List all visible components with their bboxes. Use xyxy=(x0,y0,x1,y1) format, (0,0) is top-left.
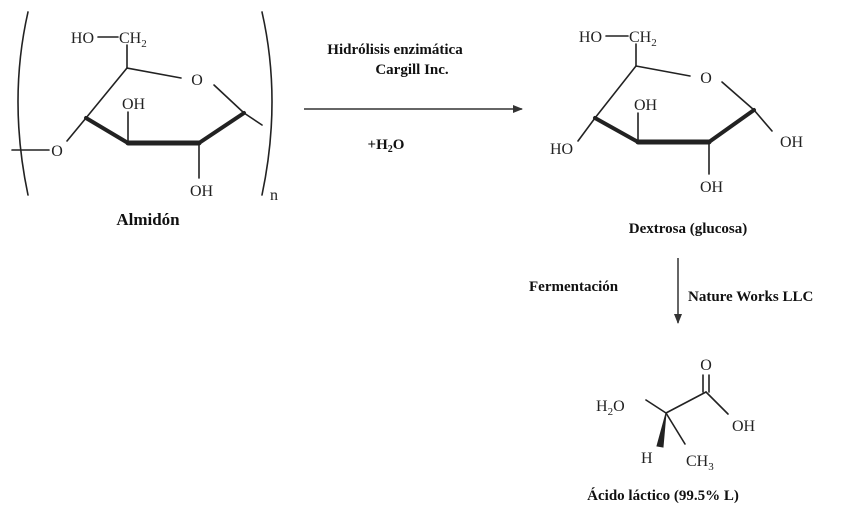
bond-ring xyxy=(213,84,245,114)
bond-c1-oh xyxy=(705,391,729,415)
bond-ring xyxy=(707,108,756,144)
bond-c2-ch3 xyxy=(665,412,686,445)
bond-c1-oh xyxy=(753,109,773,132)
atom-oh-c2: OH xyxy=(190,183,214,200)
fermentation-label: Fermentación xyxy=(529,279,619,295)
starch-structure: HO CH2 O OH OH O n Almidón xyxy=(11,11,278,229)
atom-ho-c4: HO xyxy=(550,141,573,158)
atom-oh-c2: OH xyxy=(700,179,724,196)
atom-ch2: CH2 xyxy=(119,30,147,50)
hydrolysis-step: Hidrólisis enzimática Cargill Inc. +H2O xyxy=(304,42,523,155)
step1-label-line2: Cargill Inc. xyxy=(375,62,449,78)
atom-oh-c1: OH xyxy=(780,134,804,151)
bond-c2-o xyxy=(645,399,667,414)
bond-c4-ho xyxy=(577,117,596,142)
glucose-structure: HO CH2 O OH HO OH OH Dextrosa (glucosa) xyxy=(550,29,804,237)
atom-ho: HO xyxy=(579,29,602,46)
atom-oh: OH xyxy=(732,418,756,435)
fermentation-step: Fermentación Nature Works LLC xyxy=(529,258,813,324)
atom-h2o: H2O xyxy=(596,398,625,418)
atom-h: H xyxy=(641,450,653,467)
company-label: Nature Works LLC xyxy=(688,289,813,305)
bond-c1-chain xyxy=(243,112,263,126)
bond-ring xyxy=(85,67,128,119)
atom-ch2: CH2 xyxy=(629,29,657,49)
lactic-acid-structure: O H2O OH H CH3 Ácido láctico (99.5% L) xyxy=(587,357,755,504)
atom-carbonyl-o: O xyxy=(700,357,712,374)
atom-ch3: CH3 xyxy=(686,453,714,473)
bond-ring xyxy=(84,116,130,145)
step1-label-line1: Hidrólisis enzimática xyxy=(327,42,463,58)
bond-ring xyxy=(594,65,637,119)
atom-ho: HO xyxy=(71,30,94,47)
water-reagent: +H2O xyxy=(368,137,405,155)
glucose-name: Dextrosa (glucosa) xyxy=(629,221,747,237)
left-bracket xyxy=(17,11,29,196)
reactant-name: Almidón xyxy=(116,210,180,229)
bond-wedge xyxy=(656,412,667,448)
bond-ring xyxy=(635,65,691,77)
bond-ring xyxy=(721,81,755,111)
bond-ring xyxy=(197,111,246,145)
bond-c4-o xyxy=(66,117,87,142)
bond-ring xyxy=(126,67,182,79)
lactic-acid-name: Ácido láctico (99.5% L) xyxy=(587,487,739,504)
atom-oh-c3: OH xyxy=(634,97,658,114)
bond-ring xyxy=(593,116,640,144)
repeat-subscript: n xyxy=(270,187,278,204)
atom-ring-o: O xyxy=(191,72,203,89)
atom-ring-o: O xyxy=(700,70,712,87)
bond-c2-c1 xyxy=(665,391,707,414)
atom-oh-c3: OH xyxy=(122,96,146,113)
right-bracket xyxy=(261,11,273,196)
atom-linking-o: O xyxy=(51,143,63,160)
